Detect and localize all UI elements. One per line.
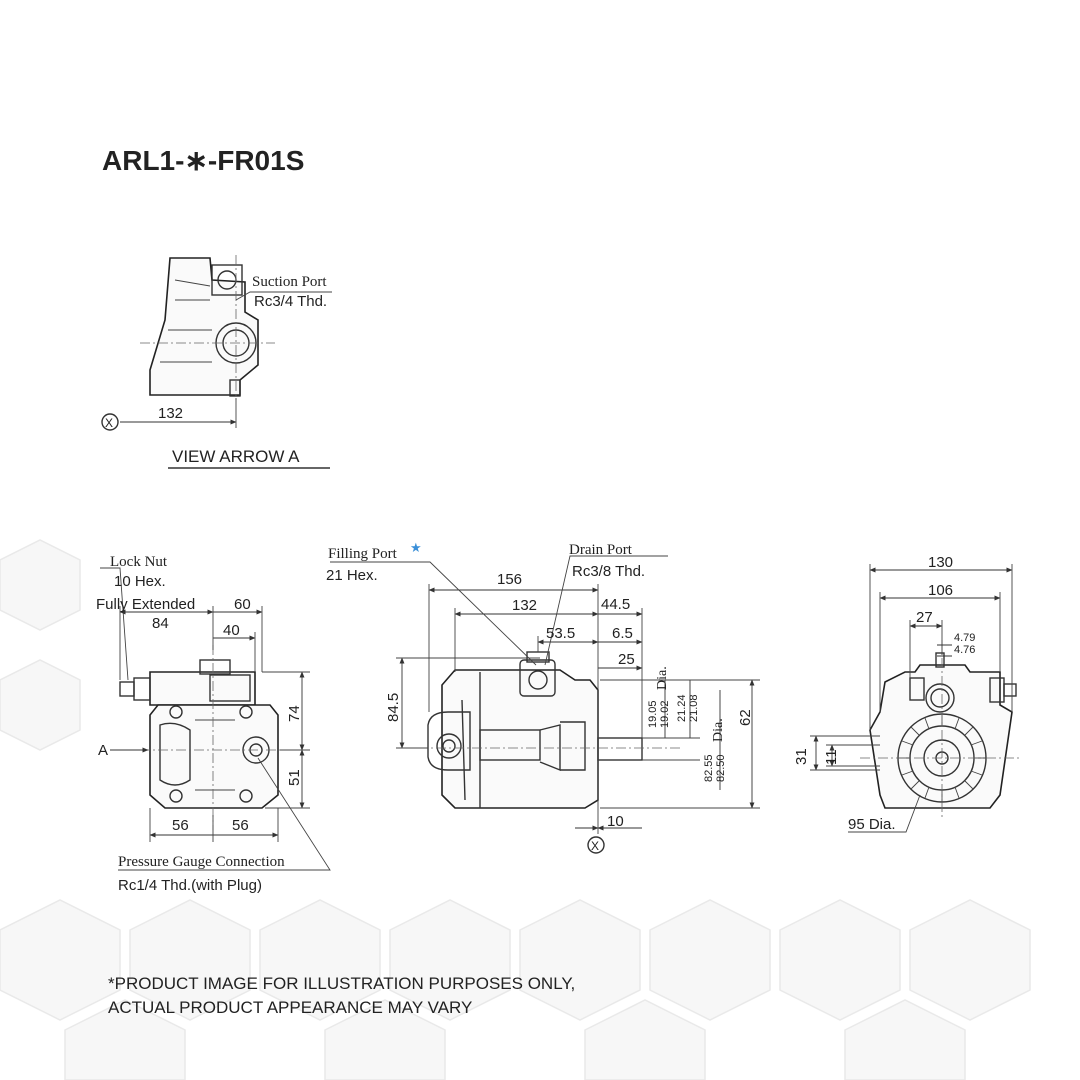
dim-82-55-label: 82.55 (703, 754, 715, 782)
pressure-gauge-label: Pressure Gauge Connection (118, 854, 285, 870)
dim-132-view-a: 132 (158, 405, 183, 422)
view-arrow-a-drawing (120, 255, 332, 428)
dim-4-79-label: 4.79 (954, 632, 975, 644)
dim-44-5-label: 44.5 (601, 596, 630, 613)
dim-106-label: 106 (928, 582, 953, 599)
hex-10-label: 10 Hex. (114, 573, 166, 590)
background-hex-pattern (0, 539, 1031, 1080)
dim-19-02-label: 19.02 (659, 700, 671, 728)
dia-label-2: Dia. (711, 718, 726, 742)
dim-84-label: 84 (152, 615, 169, 632)
dim-56-left-label: 56 (172, 817, 189, 834)
dia-label-1: Dia. (655, 666, 670, 690)
dim-60-label: 60 (234, 596, 251, 613)
left-view-drawing (100, 567, 331, 871)
dim-27-label: 27 (916, 609, 933, 626)
dim-40-label: 40 (223, 622, 240, 639)
dim-10-label: 10 (607, 813, 624, 830)
dim-25-label: 25 (618, 651, 635, 668)
dim-51-label: 51 (286, 769, 303, 786)
dim-11-label: 11 (823, 749, 840, 765)
lock-nut-label: Lock Nut (110, 554, 168, 570)
dim-6-5-label: 6.5 (612, 625, 633, 642)
filling-port-star-icon: ★ (410, 540, 422, 555)
disclaimer-line-1: *PRODUCT IMAGE FOR ILLUSTRATION PURPOSES… (108, 974, 575, 993)
dim-130-label: 130 (928, 554, 953, 571)
dia-95-label: 95 Dia. (848, 816, 896, 833)
drain-port-label: Drain Port (569, 542, 633, 558)
dim-56-right-label: 56 (232, 817, 249, 834)
right-view-drawing (810, 564, 1020, 833)
disclaimer-line-2: ACTUAL PRODUCT APPEARANCE MAY VARY (108, 998, 472, 1017)
dim-21-08-label: 21.08 (688, 694, 700, 722)
suction-port-label: Suction Port (252, 274, 327, 290)
dim-53-5-label: 53.5 (546, 625, 575, 642)
pressure-thread-label: Rc1/4 Thd.(with Plug) (118, 877, 262, 894)
arrow-a-label: A (98, 742, 108, 759)
x-marker-center: X (587, 836, 605, 854)
dim-156-label: 156 (497, 571, 522, 588)
dim-82-50-label: 82.50 (715, 754, 727, 782)
x-marker-center-label: X (591, 839, 599, 853)
x-marker-left: X (101, 413, 119, 431)
dim-84-5-label: 84.5 (385, 693, 402, 722)
dim-4-76-label: 4.76 (954, 644, 975, 656)
hex-21-label: 21 Hex. (326, 567, 378, 584)
dim-19-05-label: 19.05 (647, 700, 659, 728)
dim-21-24-label: 21.24 (676, 694, 688, 722)
x-marker-left-label: X (105, 416, 113, 430)
page-title: ARL1-∗-FR01S (102, 145, 304, 176)
drain-thread-label: Rc3/8 Thd. (572, 563, 645, 580)
dim-62-label: 62 (737, 709, 754, 726)
fully-extended-label: Fully Extended (96, 596, 195, 613)
filling-port-label: Filling Port (328, 546, 398, 562)
dim-31-label: 31 (793, 748, 810, 765)
suction-thread-label: Rc3/4 Thd. (254, 293, 327, 310)
center-view-drawing (330, 555, 760, 834)
dim-74-label: 74 (286, 705, 303, 722)
view-arrow-caption: VIEW ARROW A (172, 447, 300, 466)
dim-132-center-label: 132 (512, 597, 537, 614)
